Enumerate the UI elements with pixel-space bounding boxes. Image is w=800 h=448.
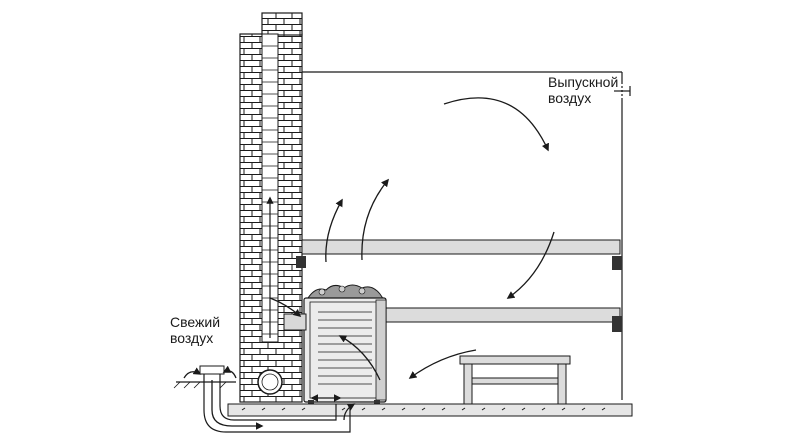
exhaust-air-label: Выпускной воздух — [548, 74, 618, 106]
curved-arrow-icon — [338, 335, 381, 381]
brick-chimney — [239, 12, 303, 403]
floor — [227, 403, 633, 417]
curved-arrow-icon — [361, 178, 389, 261]
exhaust-air-label-line2: воздух — [548, 90, 592, 106]
curved-arrow-icon — [408, 349, 477, 379]
curved-arrow-icon — [506, 231, 555, 299]
curved-arrow-icon — [222, 365, 237, 379]
curved-arrow-icon — [211, 380, 264, 430]
curved-arrow-icon — [443, 97, 549, 152]
curved-arrow-icon — [343, 403, 356, 421]
airflow-arrows — [183, 97, 555, 430]
exhaust-vent-icon — [614, 82, 631, 100]
curved-arrow-icon — [325, 198, 343, 263]
curved-arrow-icon — [269, 297, 302, 318]
fresh-air-label: Свежий воздух — [170, 314, 220, 346]
sauna-stove — [283, 284, 387, 406]
room-walls — [300, 71, 623, 400]
fresh-air-label-line1: Свежий — [170, 314, 221, 330]
duct-pipe-icon — [257, 369, 283, 395]
fresh-air-label-line2: воздух — [170, 330, 214, 346]
lower-bench — [381, 307, 622, 332]
foot-bench — [459, 355, 571, 405]
upper-bench — [296, 239, 622, 270]
curved-arrow-icon — [183, 367, 202, 379]
exhaust-air-label-line1: Выпускной — [548, 74, 619, 90]
